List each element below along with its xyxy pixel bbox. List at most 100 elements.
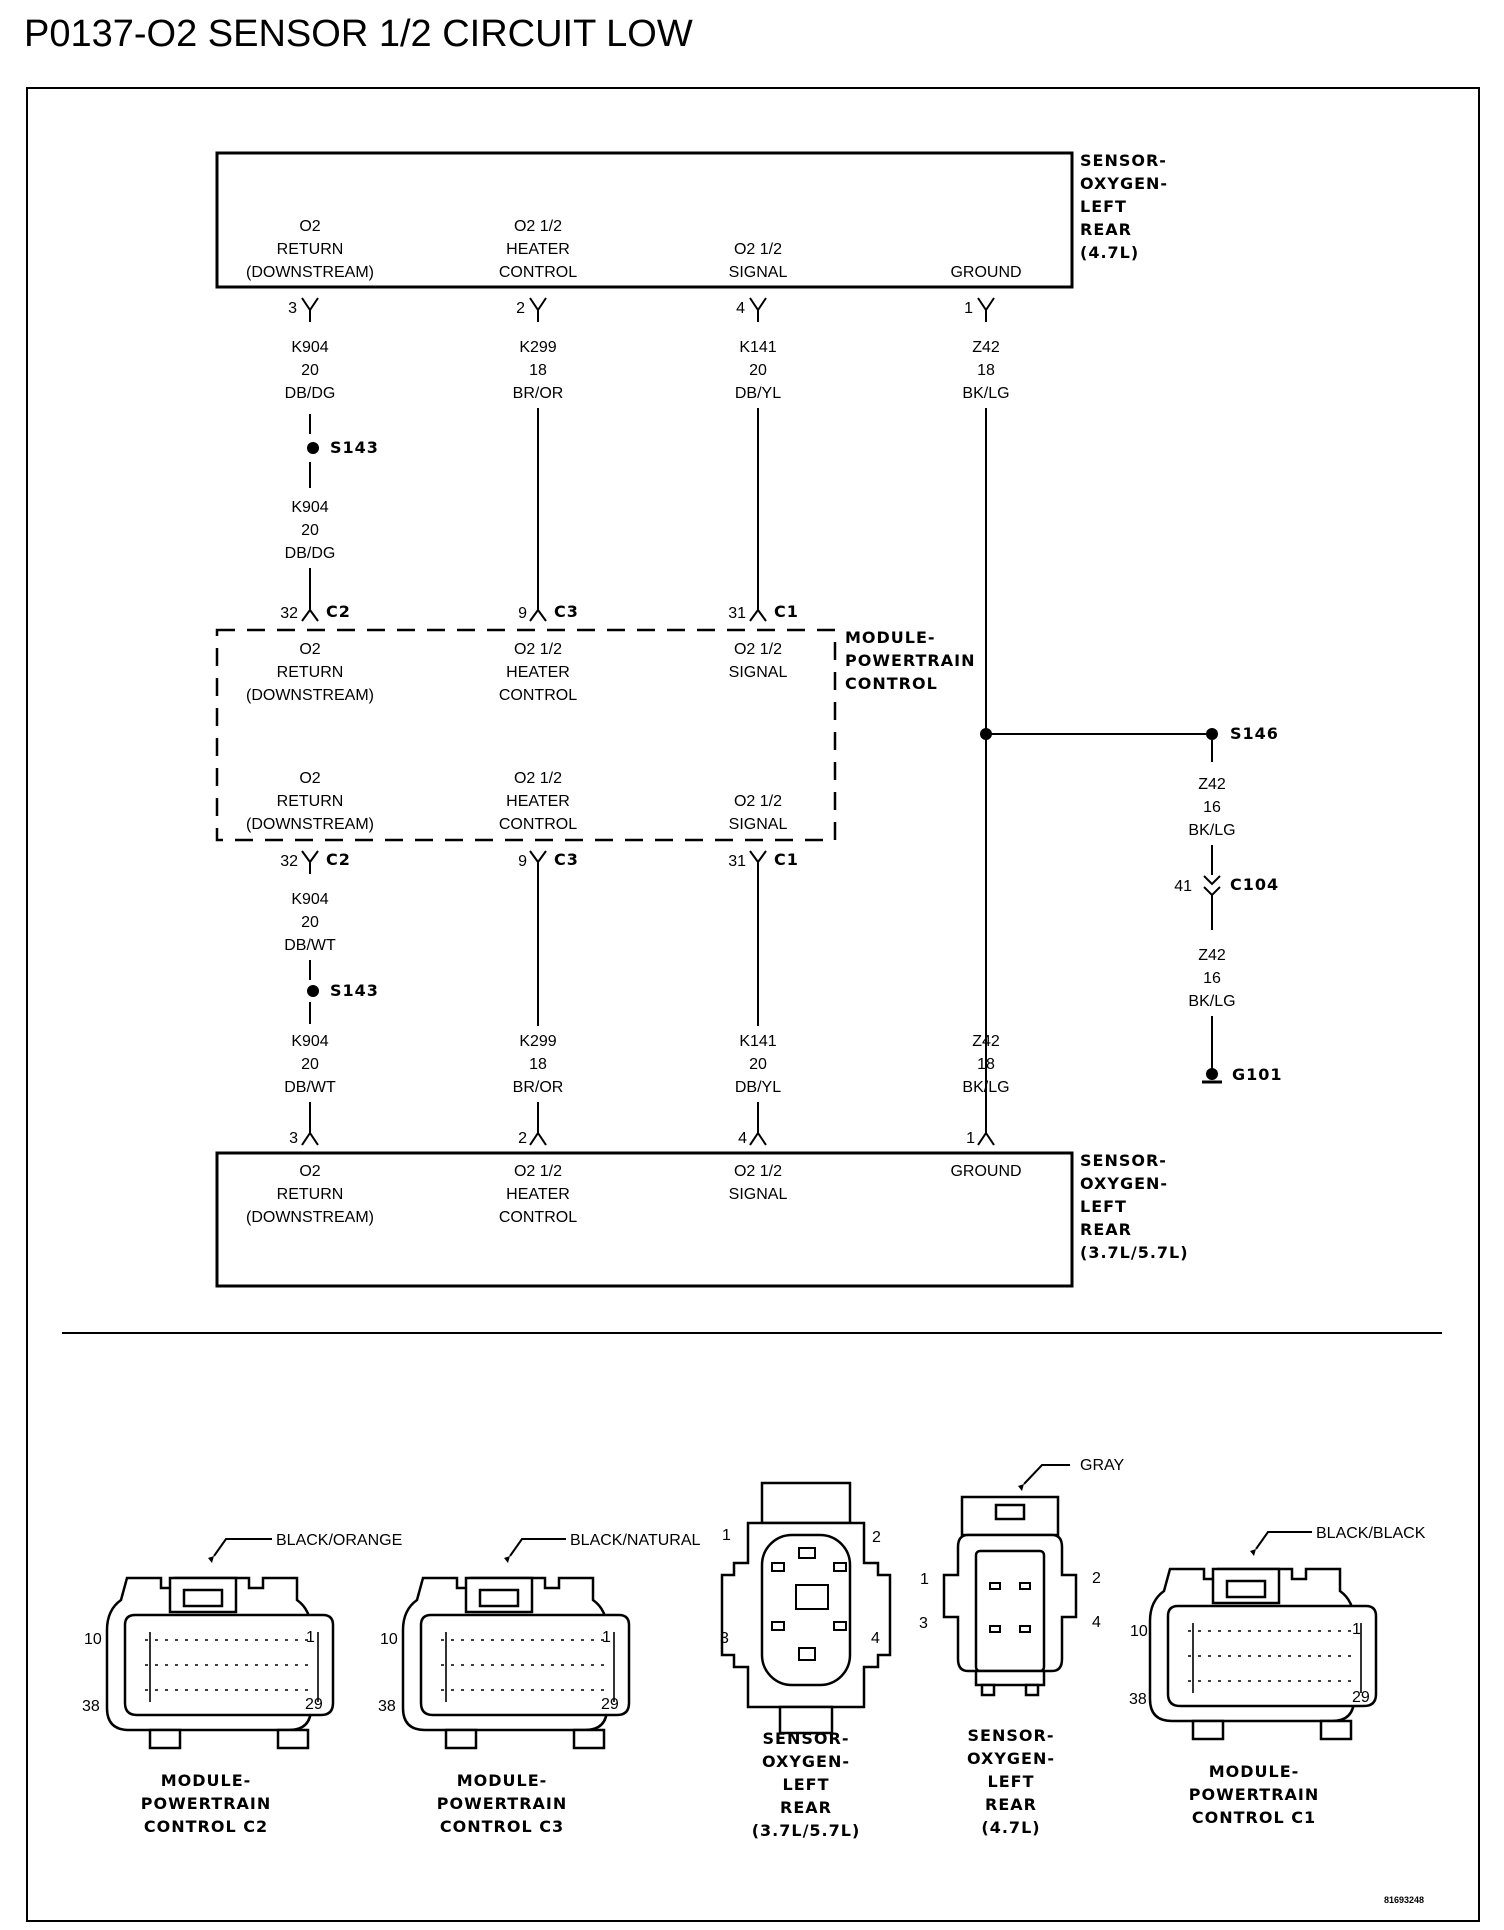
pin-label: 4 <box>871 1630 880 1647</box>
pin-number: 4 <box>736 300 745 317</box>
terminal <box>771 1562 785 1572</box>
connector-name: LEFT <box>783 1775 830 1794</box>
connector-pin-symbol <box>749 600 767 622</box>
wire-ground-circuit: Z42 <box>972 1033 1000 1050</box>
connector-wall <box>149 1632 319 1702</box>
cavity-heater-1: O2 1/2 <box>514 218 562 235</box>
pcm-pin-number: 32 <box>280 605 298 622</box>
terminal <box>989 1582 1001 1590</box>
wire-heater-color: BR/OR <box>513 1079 564 1096</box>
connector-name: CONTROL C3 <box>440 1817 564 1836</box>
wire-return-color: DB/DG <box>285 545 336 562</box>
pin-label: 4 <box>1092 1614 1101 1631</box>
splice-s143-dot <box>307 442 319 454</box>
page-title: P0137-O2 SENSOR 1/2 CIRCUIT LOW <box>24 13 693 55</box>
sensor-bottom-name-2: OXYGEN- <box>1080 1174 1168 1193</box>
figure-code: 81693248 <box>1384 1895 1424 1905</box>
cavity-return-2: RETURN <box>277 1186 344 1203</box>
connector-foot <box>444 1728 478 1750</box>
connector-name: CONTROL C2 <box>144 1817 268 1836</box>
pin-label: 1 <box>722 1527 731 1544</box>
c104-pin-number: 41 <box>1174 878 1192 895</box>
cavity-return-1: O2 <box>299 218 320 235</box>
terminal <box>989 1625 1001 1633</box>
connector-name: MODULE- <box>457 1771 548 1790</box>
color-leader-line <box>213 1538 272 1557</box>
cavity-return-3: (DOWNSTREAM) <box>246 1209 374 1226</box>
pin-number: 4 <box>738 1130 747 1147</box>
wire-signal-circuit: K141 <box>739 339 776 356</box>
connector-wall <box>445 1632 615 1702</box>
sensor-top-name-3: LEFT <box>1080 197 1127 216</box>
cavity-return-3: (DOWNSTREAM) <box>246 264 374 281</box>
pcm-cavity-return: O2 <box>299 641 320 658</box>
wire-return-color: DB/WT <box>284 1079 336 1096</box>
pcm-cavity-signal: O2 1/2 <box>734 793 782 810</box>
connector-base <box>974 1669 1046 1687</box>
pin-number: 1 <box>966 1130 975 1147</box>
branch-wire-circuit: Z42 <box>1198 776 1226 793</box>
cavity-ground-1: GROUND <box>950 264 1021 281</box>
pin-label: 1 <box>602 1629 611 1646</box>
pcm-name-2: POWERTRAIN <box>845 651 975 670</box>
connector-name: MODULE- <box>1209 1762 1300 1781</box>
pcm-cavity-return: (DOWNSTREAM) <box>246 816 374 833</box>
cavity-return-1: O2 <box>299 1163 320 1180</box>
pcm-cavity-return: RETURN <box>277 664 344 681</box>
color-leader-line <box>1023 1464 1070 1485</box>
cavity-signal-2: SIGNAL <box>729 264 788 281</box>
pcm-pin-number: 9 <box>518 605 527 622</box>
connector-name: SENSOR- <box>968 1726 1055 1745</box>
leader-arrow-icon <box>208 1556 214 1563</box>
pin-label: 38 <box>82 1698 100 1715</box>
wire-signal-color: DB/YL <box>735 385 781 402</box>
connector-name: MODULE- <box>161 1771 252 1790</box>
wire-return-gauge: 20 <box>301 914 319 931</box>
inline-connector-symbol <box>1203 875 1221 897</box>
pcm-connector-c3: C3 <box>554 850 579 869</box>
wire-return-circuit: K904 <box>291 891 328 908</box>
terminal <box>833 1621 847 1631</box>
connector-wall <box>1192 1623 1362 1693</box>
pcm-pin-number: 31 <box>728 853 746 870</box>
wire-signal-gauge: 20 <box>749 1056 767 1073</box>
pin-label: 3 <box>919 1615 928 1632</box>
wire-return-circuit: K904 <box>291 499 328 516</box>
pcm-cavity-heater: CONTROL <box>499 687 577 704</box>
terminal-slot <box>795 1584 829 1610</box>
cavity-heater-3: CONTROL <box>499 264 577 281</box>
pcm-cavity-signal: SIGNAL <box>729 816 788 833</box>
pcm-cavity-heater: HEATER <box>506 664 570 681</box>
connector-pin-symbol <box>529 600 547 622</box>
pin-number: 1 <box>964 300 973 317</box>
connector-view-pcm-c3: BLACK/NATURAL 10 1 38 29 MODULE- POWERTR… <box>378 1532 701 1836</box>
pcm-cavity-signal: O2 1/2 <box>734 641 782 658</box>
cavity-signal-1: O2 1/2 <box>734 1163 782 1180</box>
connector-name: LEFT <box>988 1772 1035 1791</box>
connector-lock <box>760 1481 852 1525</box>
cavity-heater-2: HEATER <box>506 241 570 258</box>
wire-heater-gauge: 18 <box>529 1056 547 1073</box>
connector-color: BLACK/NATURAL <box>570 1532 701 1549</box>
wire-return-gauge: 20 <box>301 1056 319 1073</box>
pcm-pin-number: 31 <box>728 605 746 622</box>
connector-pin-symbol <box>301 600 319 622</box>
branch-wire-gauge: 16 <box>1203 799 1221 816</box>
connector-foot <box>1024 1683 1040 1697</box>
pcm-cavity-signal: SIGNAL <box>729 664 788 681</box>
connector-latch <box>478 1588 520 1608</box>
connector-pin-symbol <box>977 1124 995 1146</box>
splice-s143-label: S143 <box>330 438 379 457</box>
wire-ground-gauge: 18 <box>977 362 995 379</box>
ground-branch: S146 Z42 16 BK/LG 41 C104 Z42 16 BK/LG G… <box>980 724 1282 1084</box>
connector-pin-symbol <box>529 850 547 874</box>
wire-signal-circuit: K141 <box>739 1033 776 1050</box>
color-leader-line <box>1255 1531 1312 1550</box>
pcm-cavity-heater: HEATER <box>506 793 570 810</box>
pin-number: 2 <box>516 300 525 317</box>
cavity-signal-1: O2 1/2 <box>734 241 782 258</box>
terminal <box>1019 1625 1031 1633</box>
wire-ground-color: BK/LG <box>962 385 1009 402</box>
ground-splice-dot <box>980 728 992 740</box>
connector-pin-symbol <box>301 1124 319 1146</box>
